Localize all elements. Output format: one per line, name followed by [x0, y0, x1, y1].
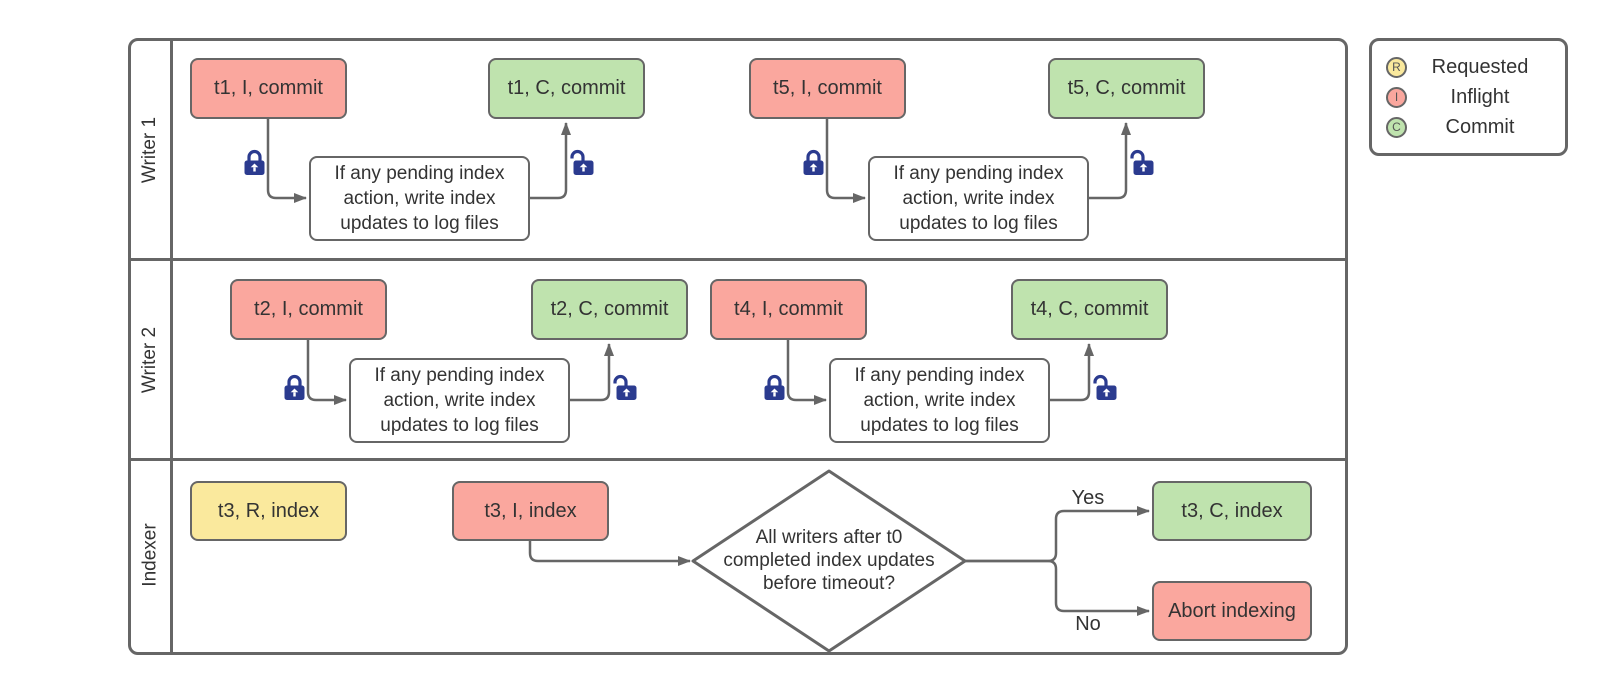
note-write-index-updates: If any pending index action, write index…: [309, 156, 530, 241]
legend-item-commit: C Commit: [1386, 114, 1553, 140]
node-t5-inflight: t5, I, commit: [749, 58, 906, 119]
inflight-state-icon: I: [1386, 86, 1407, 108]
node-abort-indexing: Abort indexing: [1152, 581, 1312, 641]
node-t1-commit: t1, C, commit: [488, 58, 645, 119]
note-write-index-updates: If any pending index action, write index…: [829, 358, 1050, 443]
node-t2-inflight: t2, I, commit: [230, 279, 387, 340]
legend-item-inflight: I Inflight: [1386, 84, 1553, 110]
lane-writer2: Writer 2: [131, 261, 170, 458]
lane-indexer-label: Indexer: [139, 523, 161, 587]
node-t3-inflight: t3, I, index: [452, 481, 609, 541]
legend: R Requested I Inflight C Commit: [1369, 38, 1568, 156]
lane-divider-1: [131, 258, 1345, 261]
note-write-index-updates: If any pending index action, write index…: [868, 156, 1089, 241]
node-t4-inflight: t4, I, commit: [710, 279, 867, 340]
node-t2-commit: t2, C, commit: [531, 279, 688, 340]
decision-question: All writers after t0 completed index upd…: [723, 527, 935, 594]
lane-writer1-label: Writer 1: [139, 116, 161, 183]
lane-label-divider: [170, 41, 173, 652]
node-t3-commit: t3, C, index: [1152, 481, 1312, 541]
lane-divider-2: [131, 458, 1345, 461]
requested-state-icon: R: [1386, 56, 1407, 78]
legend-label: Requested: [1431, 55, 1529, 78]
legend-label: Commit: [1445, 115, 1515, 138]
legend-label: Inflight: [1450, 85, 1510, 108]
legend-item-requested: R Requested: [1386, 54, 1553, 80]
commit-state-icon: C: [1386, 116, 1407, 138]
note-write-index-updates: If any pending index action, write index…: [349, 358, 570, 443]
node-t3-requested: t3, R, index: [190, 481, 347, 541]
node-t1-inflight: t1, I, commit: [190, 58, 347, 119]
node-t5-commit: t5, C, commit: [1048, 58, 1205, 119]
lane-writer1: Writer 1: [131, 41, 170, 258]
lane-indexer: Indexer: [131, 461, 170, 649]
lane-writer2-label: Writer 2: [139, 326, 161, 393]
node-t4-commit: t4, C, commit: [1011, 279, 1168, 340]
branch-label-no: No: [1075, 613, 1101, 635]
branch-label-yes: Yes: [1071, 487, 1105, 509]
